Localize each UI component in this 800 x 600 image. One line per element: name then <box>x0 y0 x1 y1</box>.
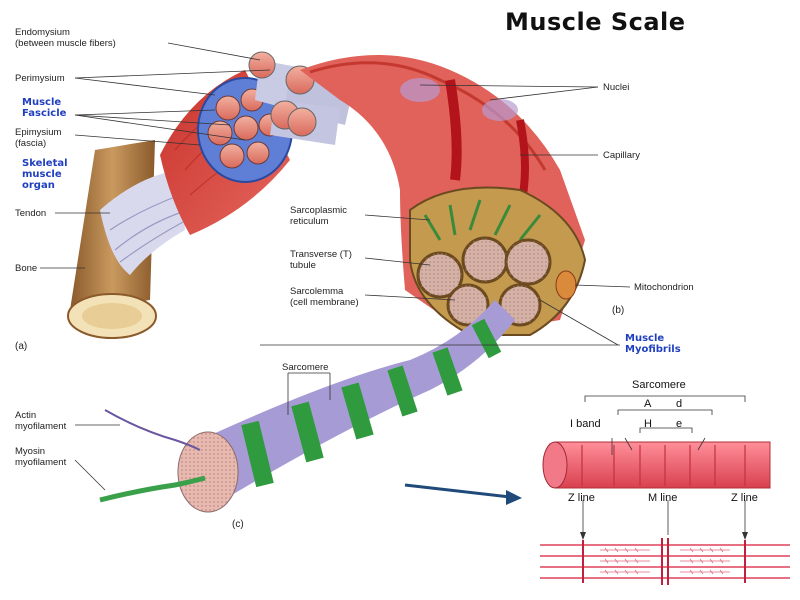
inset-m-line-label: M line <box>648 492 678 504</box>
label-actin-myofilament: Actin myofilament <box>15 410 67 432</box>
label-sarcolemma: Sarcolemma (cell membrane) <box>290 286 359 308</box>
label-bone: Bone <box>15 263 38 274</box>
inset-h-zone-label: H <box>644 418 652 430</box>
label-epimysium: Epimysium (fascia) <box>15 127 62 149</box>
label-endomysium: Endomysium (between muscle fibers) <box>15 27 116 49</box>
inset-e-label: e <box>676 418 683 430</box>
part-c-label: (c) <box>232 519 244 530</box>
label-capillary: Capillary <box>603 150 640 161</box>
inset-z-line-left-label: Z line <box>568 492 595 504</box>
page-title: Muscle Scale <box>505 8 686 36</box>
label-muscle-myofibrils: Muscle Myofibrils <box>625 333 681 355</box>
label-tendon: Tendon <box>15 208 47 219</box>
fascicle-tubes-shape <box>248 51 355 145</box>
label-sarcomere: Sarcomere <box>282 362 329 373</box>
myofibril-cross-section-shape <box>409 186 587 336</box>
inset-d-label: d <box>676 398 683 410</box>
label-skeletal-muscle-organ: Skeletal muscle organ <box>22 158 68 191</box>
part-b-label: (b) <box>612 305 625 316</box>
label-muscle-fascicle: Muscle Fascicle <box>22 97 67 119</box>
label-mitochondrion: Mitochondrion <box>634 282 694 293</box>
inset-sarcomere-label: Sarcomere <box>632 379 686 391</box>
leader-lines <box>40 42 631 491</box>
filament-strands-shape <box>99 409 206 503</box>
inset-z-line-right-label: Z line <box>731 492 758 504</box>
sarcomere-inset <box>540 395 790 585</box>
label-perimysium: Perimysium <box>15 73 65 84</box>
myofibril-tube-shape <box>177 300 515 513</box>
inset-a-band-label: A <box>644 398 652 410</box>
inset-i-band-label: I band <box>570 418 601 430</box>
label-transverse-tubule: Transverse (T) tubule <box>290 249 352 271</box>
label-nuclei: Nuclei <box>603 82 630 93</box>
zoom-arrow <box>404 483 522 505</box>
label-myosin-myofilament: Myosin myofilament <box>15 446 67 468</box>
part-a-label: (a) <box>15 341 28 352</box>
label-sarcoplasmic-reticulum: Sarcoplasmic reticulum <box>290 205 348 227</box>
